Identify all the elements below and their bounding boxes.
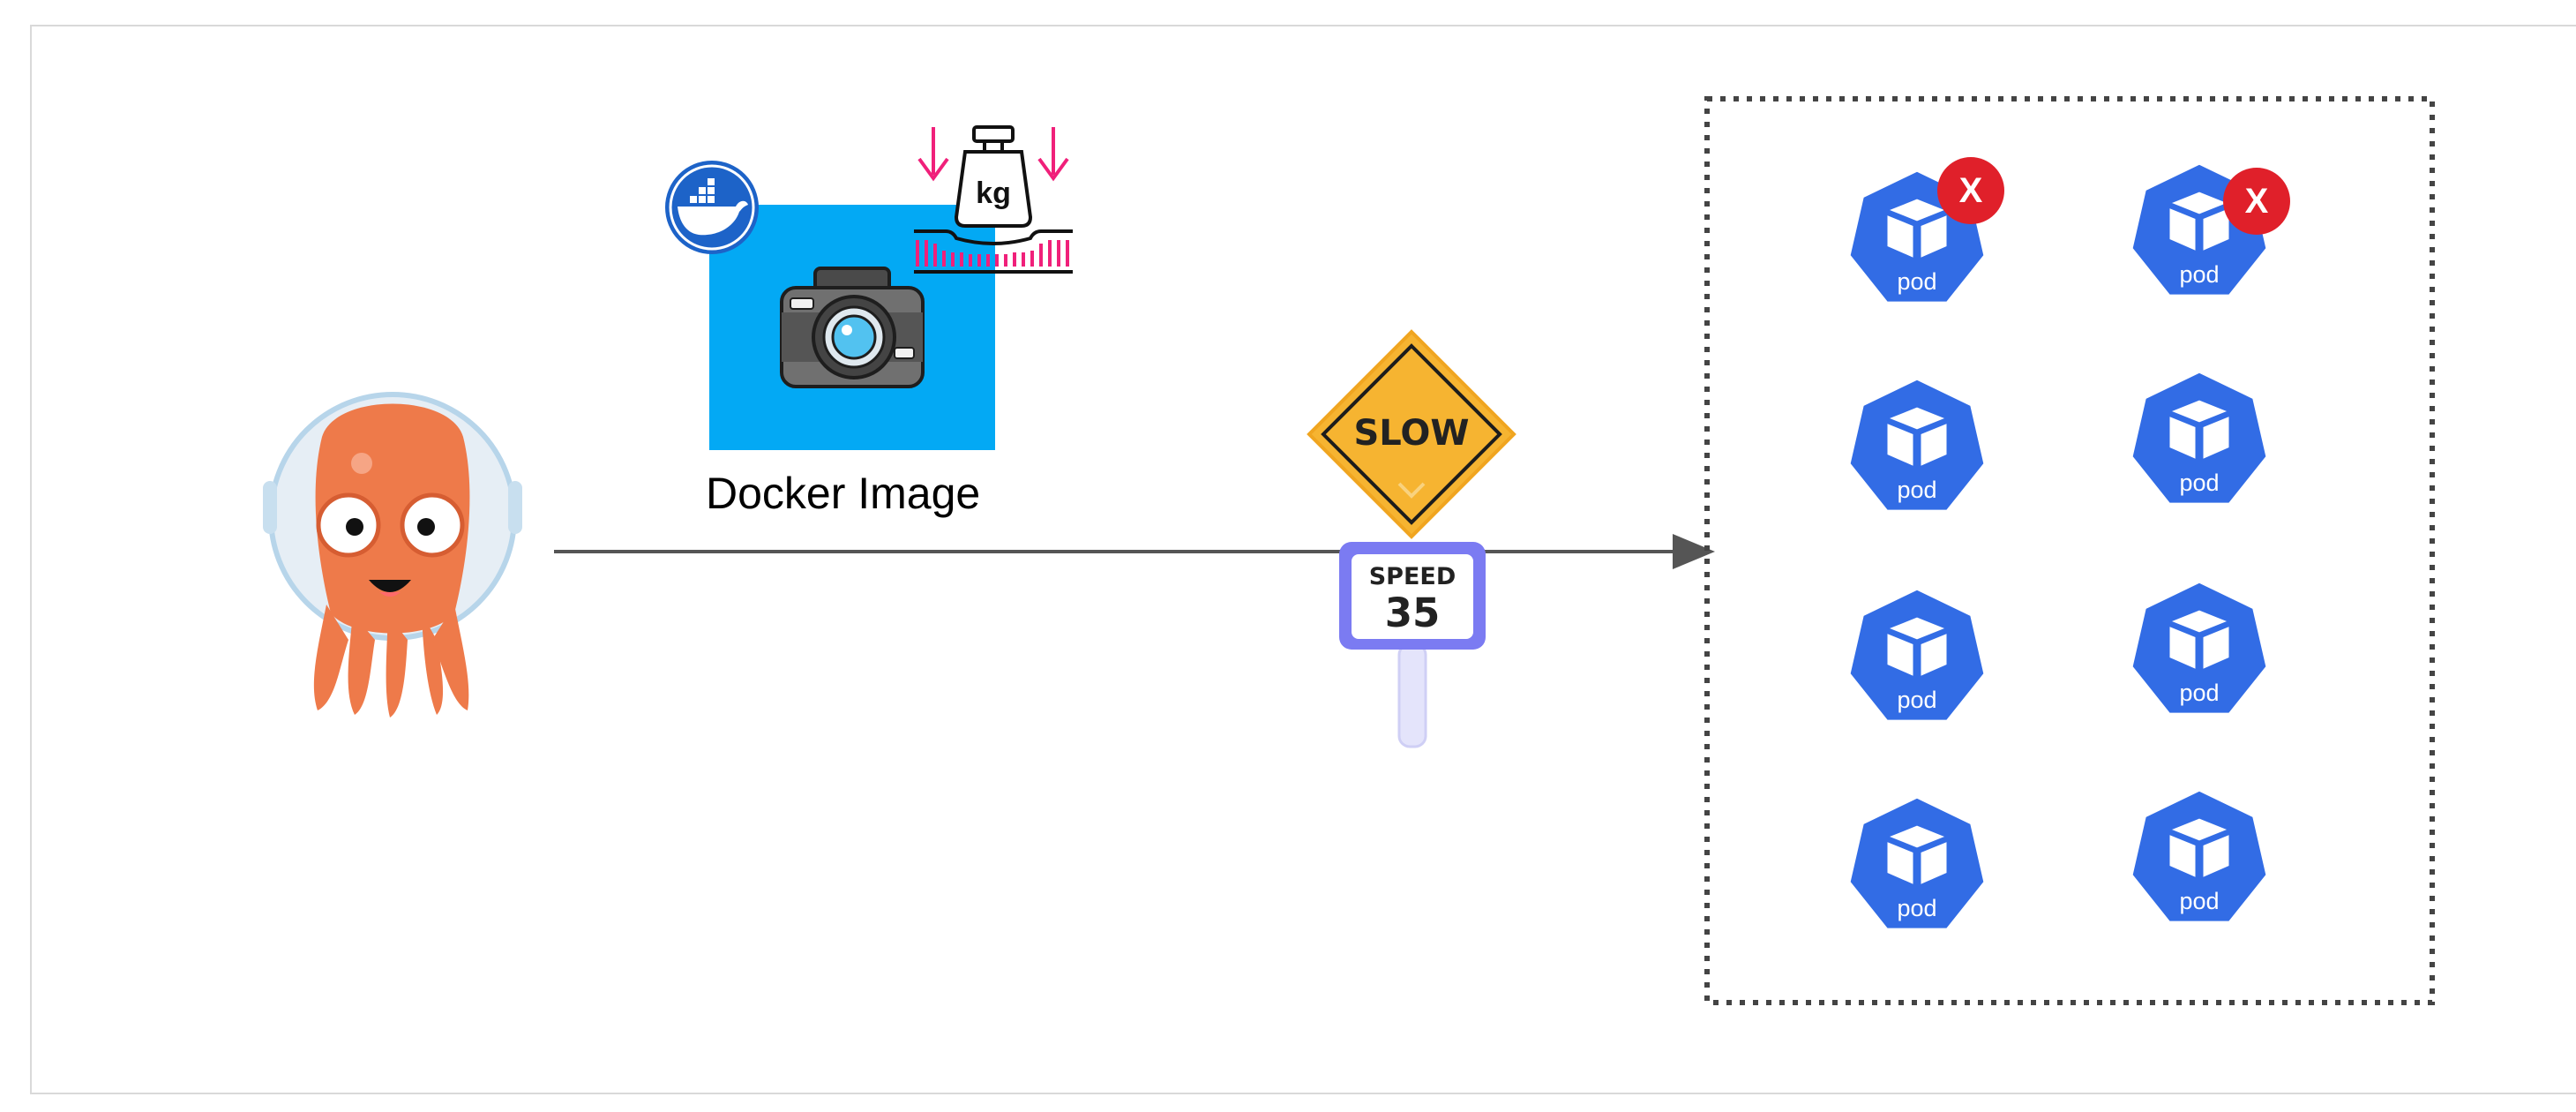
frame-left-line [30,25,32,1094]
pod-label: pod [1897,895,1937,921]
kubernetes-pod-icon [1846,585,1988,725]
failure-badge-icon: X [1937,157,2004,224]
argo-octopus-icon [263,392,522,718]
pod-7: pod [1842,793,1992,946]
kubernetes-pod-icon [2128,578,2271,718]
camera-icon [780,267,925,388]
pod-label: pod [2179,888,2220,914]
speed-sign-label: SPEED [1368,563,1456,590]
kubernetes-pod-icon [2128,368,2271,507]
pod-label: pod [1897,477,1937,503]
pod-label: pod [2179,470,2220,496]
pod-5: pod [1842,585,1992,738]
kubernetes-pod-icon [1846,167,1988,306]
speed-sign-value: 35 [1384,590,1441,636]
pod-8: pod [2124,786,2274,939]
pod-label: pod [1897,687,1937,713]
kubernetes-pod-icon [1846,375,1988,515]
pod-label: pod [2179,680,2220,706]
scale-weight-label: kg [976,177,1011,210]
pod-4: pod [2124,368,2274,521]
docker-whale-icon [665,161,759,254]
docker-image-label: Docker Image [706,469,981,518]
pod-1-failed: pod X [1842,157,2004,319]
slow-sign-text: SLOW [1353,413,1470,454]
pod-label: pod [1897,268,1937,295]
weight-scale-icon: kg [914,125,1073,274]
slow-sign-icon [1307,329,1516,539]
pod-3: pod [1842,375,1992,528]
kubernetes-pod-icon [2128,786,2271,926]
failure-badge-icon: X [2223,168,2290,235]
pod-6: pod [2124,578,2274,731]
frame-top-line [30,25,2576,26]
speed-limit-sign-icon [1339,542,1486,748]
pod-label: pod [2179,261,2220,288]
cluster-boundary-box [1704,96,2435,1005]
frame-bottom-line [30,1093,2576,1094]
kubernetes-pod-icon [1846,793,1988,933]
